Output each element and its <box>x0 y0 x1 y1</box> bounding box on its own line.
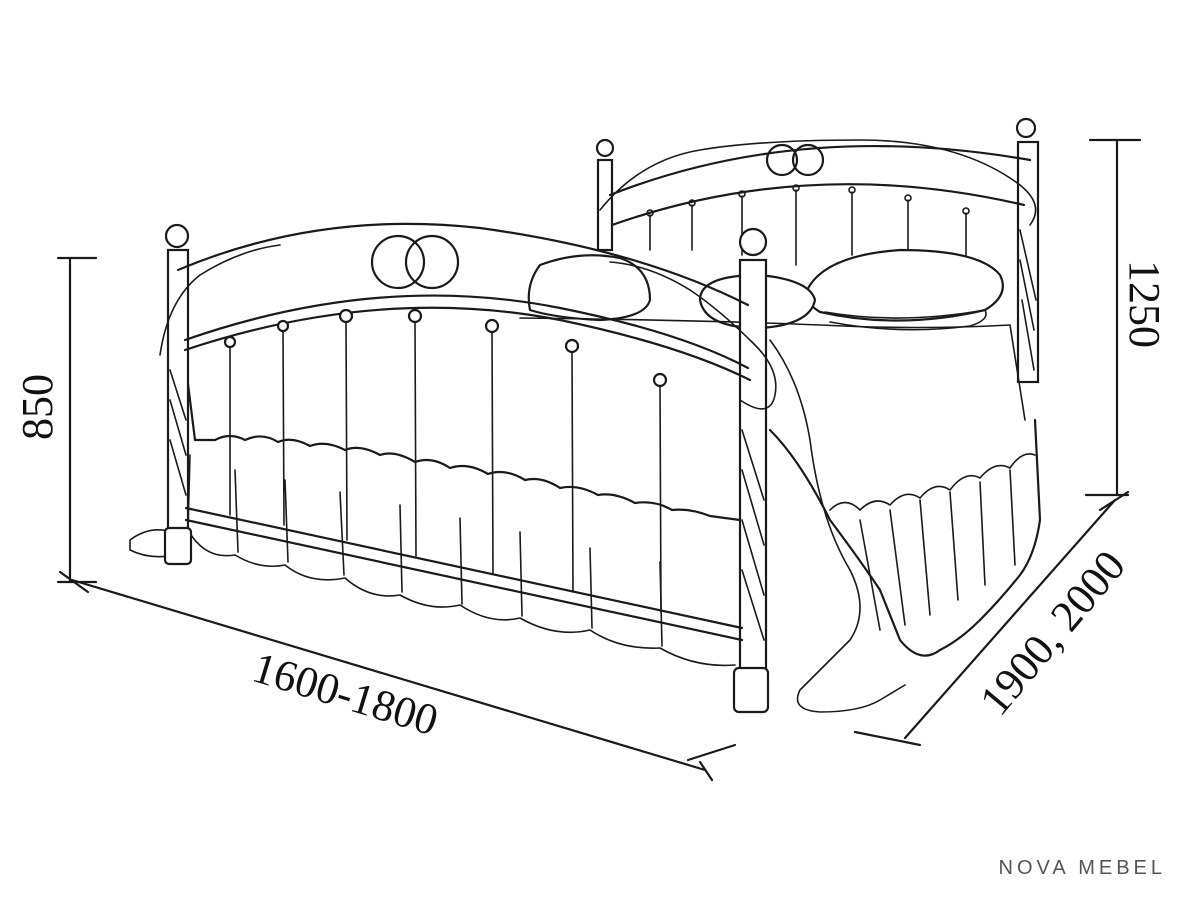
headboard-inner-rail <box>610 183 1026 227</box>
length-dimension-line <box>903 498 1117 740</box>
pillow-left <box>527 254 652 322</box>
width-dimension: 1600-1800 <box>58 570 737 782</box>
footboard-height-label: 850 <box>13 374 62 440</box>
skirt-side <box>768 418 1042 657</box>
headboard-top-rail <box>608 145 1032 197</box>
bedding <box>129 248 1042 713</box>
brand-logo-text: NOVA MEBEL <box>998 857 1166 879</box>
headboard-height-label: 1250 <box>1120 260 1169 348</box>
length-tick-top <box>1098 490 1130 512</box>
foot-post-right-base <box>732 666 770 714</box>
headboard-ring-right <box>791 143 825 177</box>
foot-post-left-base <box>163 526 193 566</box>
length-tick-bottom <box>853 730 922 747</box>
skirt-bottom-hem <box>187 454 736 667</box>
footboard-ring-right <box>404 234 460 290</box>
length-label: 1900, 2000 <box>970 541 1135 724</box>
footboard-main-rail <box>183 306 752 382</box>
length-dimension: 1900, 2000 <box>853 490 1135 747</box>
foot-post-right <box>738 258 768 682</box>
headboard-ring-left <box>765 143 799 177</box>
footboard-top-rail <box>176 222 750 307</box>
headboard <box>595 117 1040 384</box>
blanket-drape <box>769 339 906 713</box>
head-post-right-finial <box>1015 117 1037 139</box>
footboard <box>159 222 777 714</box>
headboard-height-dimension: 1250 <box>1084 138 1169 497</box>
foot-post-right-finial <box>738 227 768 257</box>
footboard-height-dimension: 850 <box>13 256 98 584</box>
footboard-bars <box>223 308 668 613</box>
foot-post-left-finial <box>164 223 190 249</box>
headboard-bars <box>646 184 970 266</box>
pillow-right <box>805 248 1004 322</box>
skirt-top-ruffle <box>183 358 742 522</box>
footboard-lower-rail <box>184 506 744 630</box>
head-post-left-finial <box>595 138 615 158</box>
width-label: 1600-1800 <box>247 643 444 746</box>
width-dimension-line <box>70 578 707 772</box>
footboard-ring-left <box>370 234 426 290</box>
width-tick-right <box>686 743 737 762</box>
